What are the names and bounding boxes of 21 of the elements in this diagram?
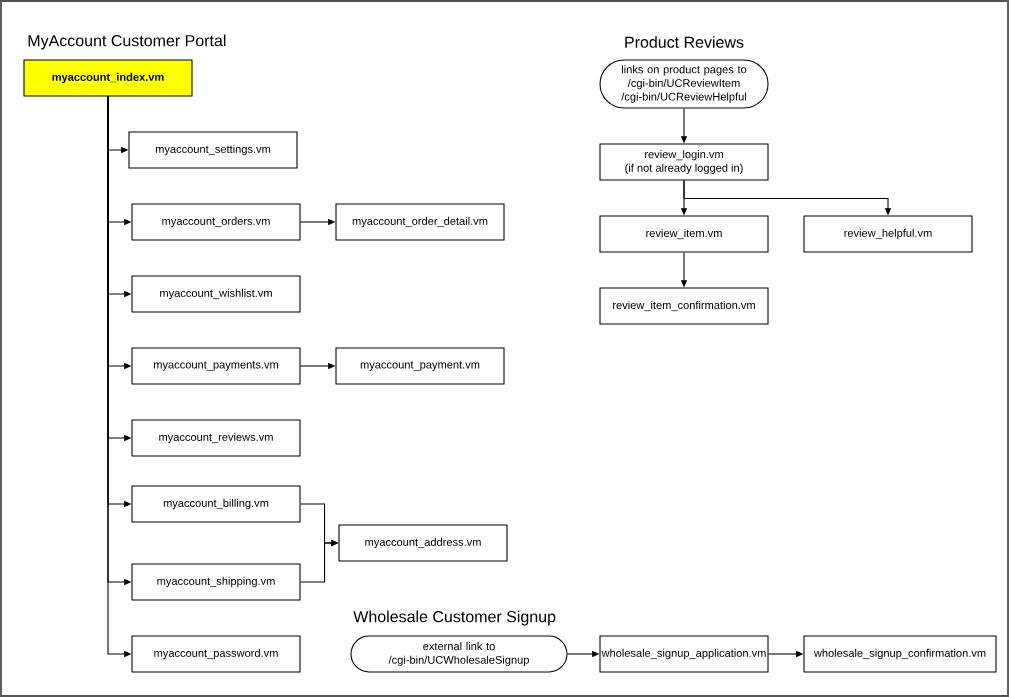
process-box: wholesale_signup_application.vm [599,635,769,673]
process-box: myaccount_password.vm [131,635,301,673]
start-box: myaccount_index.vm [23,59,193,97]
process-box: myaccount_shipping.vm [131,563,301,601]
rounded-box: links on product pages to /cgi-bin/UCReviewItem /cgi-bin/UCReviewHelpful [599,59,769,109]
process-box: wholesale_signup_confirmation.vm [803,635,997,673]
section-heading: Wholesale Customer Signup [353,610,556,626]
process-box: review_item_confirmation.vm [599,287,769,325]
process-box: review_helpful.vm [803,215,973,253]
process-box: myaccount_payments.vm [131,347,301,385]
process-box: myaccount_wishlist.vm [131,275,301,313]
process-box: review_login.vm (if not already logged in) [599,143,769,181]
process-box: myaccount_payment.vm [335,347,505,385]
rounded-box: external link to /cgi-bin/UCWholesaleSignup [350,635,568,673]
process-box: myaccount_orders.vm [131,203,301,241]
process-box: myaccount_billing.vm [131,485,301,523]
process-box: myaccount_order_detail.vm [335,203,505,241]
process-box: myaccount_settings.vm [128,131,298,169]
process-box: review_item.vm [599,215,769,253]
process-box: myaccount_reviews.vm [131,419,301,457]
process-box: myaccount_address.vm [338,524,508,562]
